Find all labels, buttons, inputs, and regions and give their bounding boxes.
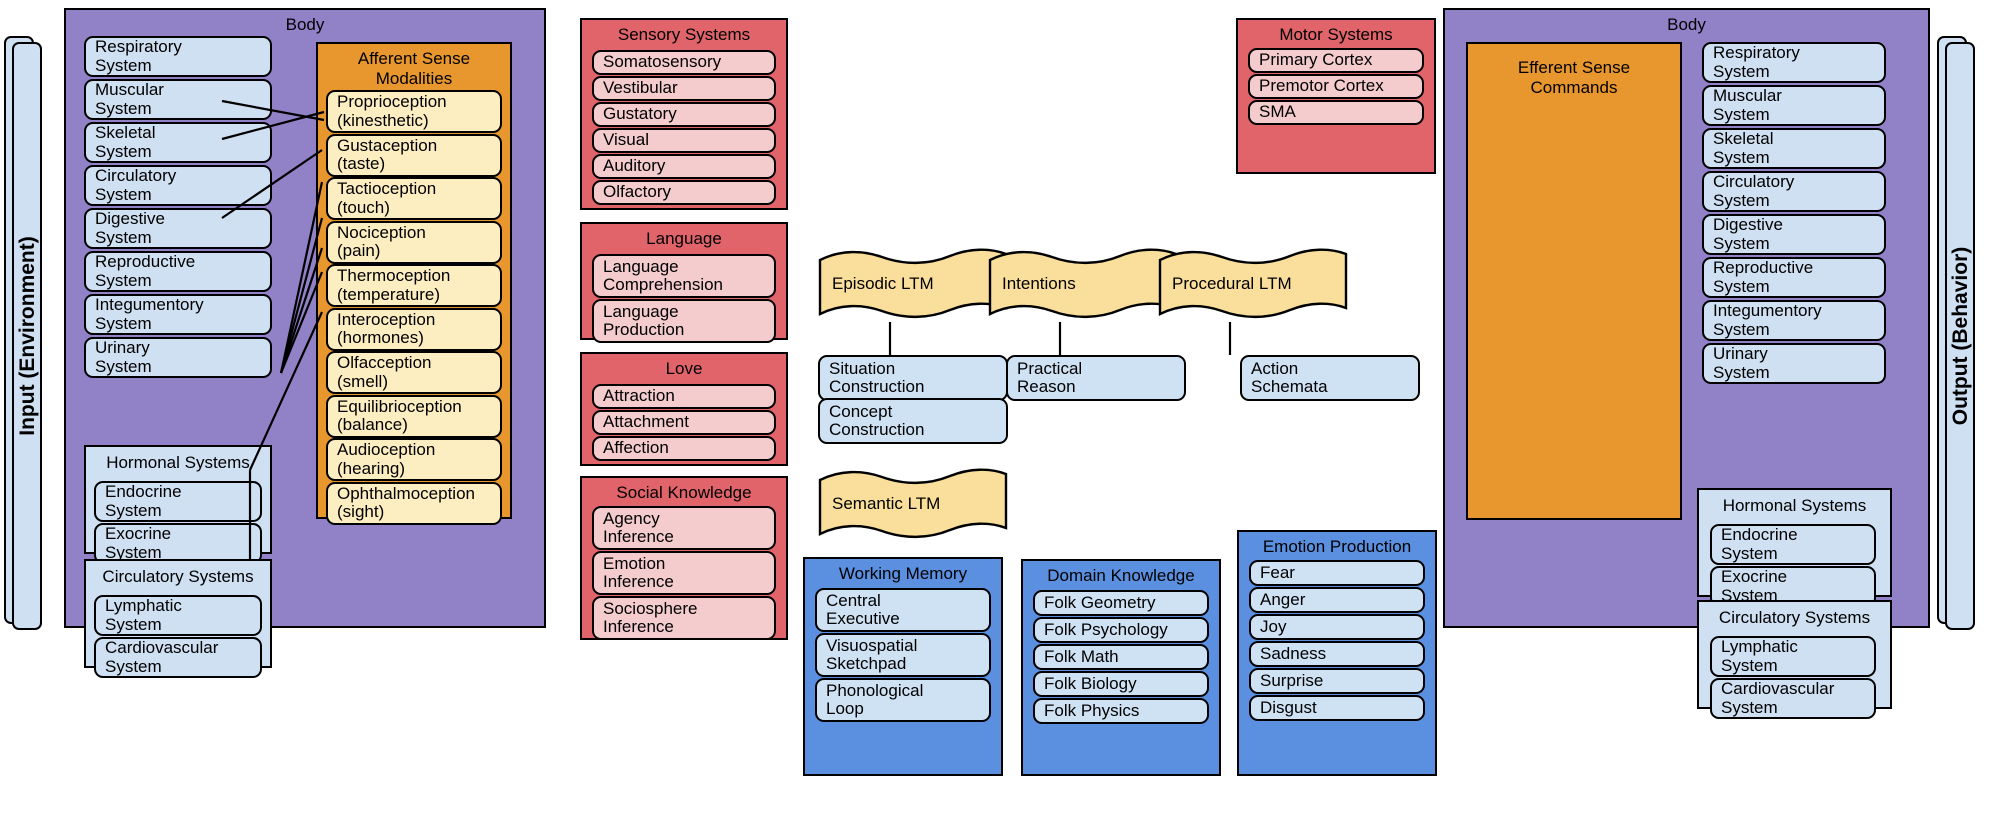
emotion-production-title: Emotion Production xyxy=(1262,537,1412,556)
left-organ-item-8[interactable]: Urinary System xyxy=(84,337,272,378)
right-organ-item-3[interactable]: Skeletal System xyxy=(1702,128,1886,169)
left-organ-item-3[interactable]: Skeletal System xyxy=(84,122,272,163)
sensory-item-6[interactable]: Olfactory xyxy=(592,180,776,205)
love-item-1[interactable]: Attraction xyxy=(592,384,776,409)
domain-knowledge-item-2[interactable]: Folk Psychology xyxy=(1033,617,1209,643)
working-memory-item-3[interactable]: Phonological Loop xyxy=(815,678,991,722)
situation-construction-box[interactable]: Situation Construction xyxy=(818,355,1008,401)
working-memory-item-2[interactable]: Visuospatial Sketchpad xyxy=(815,633,991,677)
language-item-2[interactable]: Language Production xyxy=(592,299,776,343)
left-organ-item-4[interactable]: Circulatory System xyxy=(84,165,272,206)
motor-item-1[interactable]: Primary Cortex xyxy=(1248,48,1424,73)
language-title: Language xyxy=(646,229,722,248)
left-circulatory-item-2[interactable]: Cardiovascular System xyxy=(94,637,262,678)
afferent-item-10[interactable]: Ophthalmoception (sight) xyxy=(326,481,502,525)
afferent-item-9[interactable]: Audioception (hearing) xyxy=(326,438,502,481)
working-memory-item-1[interactable]: Central Executive xyxy=(815,588,991,632)
emotion-item-5[interactable]: Surprise xyxy=(1249,668,1425,694)
motor-systems-title: Motor Systems xyxy=(1279,25,1393,44)
motor-item-3[interactable]: SMA xyxy=(1248,100,1424,125)
social-item-2[interactable]: Emotion Inference xyxy=(592,551,776,595)
left-body-title: Body xyxy=(285,15,325,34)
domain-knowledge-item-3[interactable]: Folk Math xyxy=(1033,644,1209,670)
efferent-sense-panel: Efferent Sense Commands xyxy=(1466,42,1682,520)
efferent-sense-title: Efferent Sense Commands xyxy=(1517,58,1631,97)
afferent-item-1[interactable]: Proprioception (kinesthetic) xyxy=(326,90,502,133)
right-organ-item-8[interactable]: Urinary System xyxy=(1702,343,1886,384)
afferent-item-8[interactable]: Equilibrioception (balance) xyxy=(326,394,502,438)
left-organ-item-6[interactable]: Reproductive System xyxy=(84,251,272,292)
output-rail-label: Output (Behavior) xyxy=(1949,246,1972,426)
domain-knowledge-item-5[interactable]: Folk Physics xyxy=(1033,698,1209,724)
intentions-label: Intentions xyxy=(1002,274,1076,293)
left-circulatory-title: Circulatory Systems xyxy=(102,567,254,586)
left-hormonal-item-2[interactable]: Exocrine System xyxy=(94,523,262,564)
left-hormonal-title: Hormonal Systems xyxy=(106,453,250,472)
sensory-item-5[interactable]: Auditory xyxy=(592,154,776,179)
right-organ-item-6[interactable]: Reproductive System xyxy=(1702,257,1886,298)
afferent-item-7[interactable]: Olfacception (smell) xyxy=(326,351,502,394)
procedural-ltm-label: Procedural LTM xyxy=(1172,274,1292,293)
emotion-item-2[interactable]: Anger xyxy=(1249,587,1425,613)
semantic-ltm-flag: Semantic LTM xyxy=(818,468,1008,546)
left-organ-item-5[interactable]: Digestive System xyxy=(84,208,272,249)
semantic-ltm-label: Semantic LTM xyxy=(832,494,941,513)
afferent-sense-title: Afferent Sense Modalities xyxy=(357,49,471,88)
practical-reason-box[interactable]: Practical Reason xyxy=(1006,355,1186,401)
procedural-ltm-flag: Procedural LTM xyxy=(1158,248,1348,326)
right-hormonal-item-1[interactable]: Endocrine System xyxy=(1710,524,1876,565)
working-memory-title: Working Memory xyxy=(838,564,968,583)
love-item-3[interactable]: Affection xyxy=(592,436,776,461)
output-rail: Output (Behavior) xyxy=(1945,42,1975,630)
domain-knowledge-item-1[interactable]: Folk Geometry xyxy=(1033,590,1209,616)
input-rail-label: Input (Environment) xyxy=(16,236,39,436)
left-organ-item-7[interactable]: Integumentory System xyxy=(84,294,272,335)
right-body-title: Body xyxy=(1667,15,1706,34)
language-item-1[interactable]: Language Comprehension xyxy=(592,254,776,298)
sensory-item-2[interactable]: Vestibular xyxy=(592,76,776,101)
right-organ-item-5[interactable]: Digestive System xyxy=(1702,214,1886,255)
emotion-item-4[interactable]: Sadness xyxy=(1249,641,1425,667)
afferent-item-5[interactable]: Thermoception (temperature) xyxy=(326,264,502,307)
concept-construction-box[interactable]: Concept Construction xyxy=(818,398,1008,444)
episodic-ltm-label: Episodic LTM xyxy=(832,274,934,293)
right-circulatory-item-1[interactable]: Lymphatic System xyxy=(1710,636,1876,677)
sensory-item-4[interactable]: Visual xyxy=(592,128,776,153)
right-organ-item-7[interactable]: Integumentory System xyxy=(1702,300,1886,341)
intentions-flag: Intentions xyxy=(988,248,1178,326)
right-organ-item-4[interactable]: Circulatory System xyxy=(1702,171,1886,212)
left-circulatory-item-1[interactable]: Lymphatic System xyxy=(94,595,262,636)
afferent-item-2[interactable]: Gustaception (taste) xyxy=(326,133,502,177)
love-title: Love xyxy=(665,359,703,378)
right-hormonal-title: Hormonal Systems xyxy=(1722,496,1867,515)
domain-knowledge-item-4[interactable]: Folk Biology xyxy=(1033,671,1209,697)
emotion-item-1[interactable]: Fear xyxy=(1249,560,1425,586)
love-item-2[interactable]: Attachment xyxy=(592,410,776,435)
input-rail: Input (Environment) xyxy=(12,42,42,630)
sensory-item-1[interactable]: Somatosensory xyxy=(592,50,776,75)
motor-item-2[interactable]: Premotor Cortex xyxy=(1248,74,1424,99)
emotion-item-3[interactable]: Joy xyxy=(1249,614,1425,640)
left-hormonal-item-1[interactable]: Endocrine System xyxy=(94,481,262,522)
sensory-systems-title: Sensory Systems xyxy=(617,25,751,44)
social-knowledge-title: Social Knowledge xyxy=(616,483,752,502)
left-organ-item-2[interactable]: Muscular System xyxy=(84,79,272,120)
emotion-item-6[interactable]: Disgust xyxy=(1249,695,1425,721)
action-schemata-box[interactable]: Action Schemata xyxy=(1240,355,1420,401)
social-item-3[interactable]: Sociosphere Inference xyxy=(592,596,776,640)
right-organ-item-1[interactable]: Respiratory System xyxy=(1702,42,1886,83)
social-item-1[interactable]: Agency Inference xyxy=(592,506,776,550)
afferent-item-3[interactable]: Tactioception (touch) xyxy=(326,177,502,220)
afferent-item-6[interactable]: Interoception (hormones) xyxy=(326,307,502,351)
left-organ-item-1[interactable]: Respiratory System xyxy=(84,36,272,77)
right-circulatory-item-2[interactable]: Cardiovascular System xyxy=(1710,678,1876,719)
right-organ-item-2[interactable]: Muscular System xyxy=(1702,85,1886,126)
episodic-ltm-flag: Episodic LTM xyxy=(818,248,1008,326)
sensory-item-3[interactable]: Gustatory xyxy=(592,102,776,127)
domain-knowledge-title: Domain Knowledge xyxy=(1047,566,1195,585)
right-circulatory-title: Circulatory Systems xyxy=(1718,608,1871,627)
afferent-item-4[interactable]: Nociception (pain) xyxy=(326,220,502,264)
